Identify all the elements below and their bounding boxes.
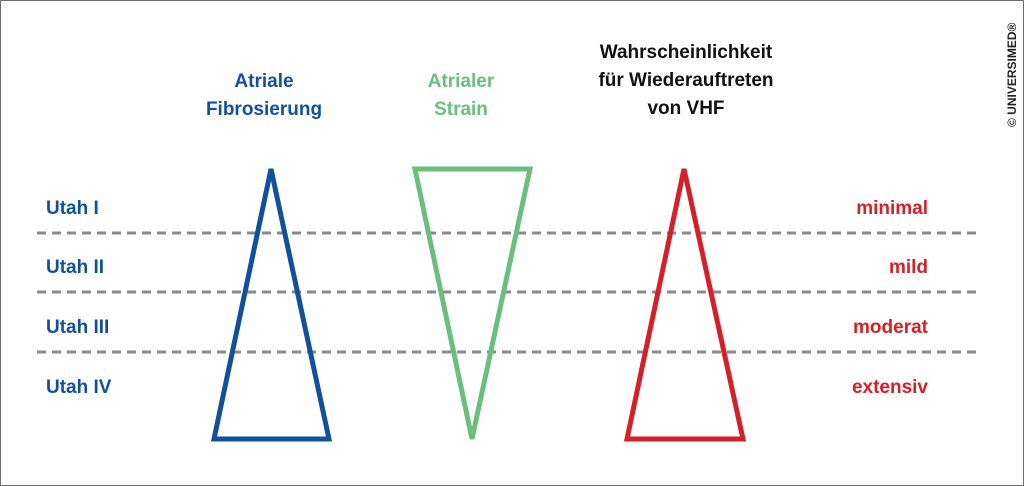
strain-triangle-down	[411, 166, 534, 440]
header-atrial-strain-line-2: Strain	[434, 99, 488, 120]
header-atrial-strain: Atrialer Strain	[381, 68, 541, 124]
severity-label-mild: mild	[888, 257, 928, 278]
header-recurrence-line-3: von VHF	[647, 98, 725, 119]
header-recurrence-probability: Wahrscheinlichkeit für Wiederauftreten v…	[561, 39, 811, 123]
stage-label-utah-1: Utah I	[46, 198, 99, 219]
stage-label-utah-3: Utah III	[46, 317, 110, 338]
severity-label-extensive: extensiv	[851, 377, 928, 398]
stage-label-utah-2: Utah II	[46, 257, 105, 278]
header-recurrence-line-1: Wahrscheinlichkeit	[599, 42, 773, 63]
stage-label-utah-4: Utah IV	[46, 377, 112, 398]
copyright-notice: © UNIVERSIMED®	[1005, 22, 1019, 127]
header-atrial-fibrosis: Atriale Fibrosierung	[164, 68, 364, 124]
severity-label-minimal: minimal	[856, 198, 928, 219]
recurrence-triangle-up	[623, 168, 747, 442]
fibrosis-triangle-up	[210, 168, 333, 442]
header-atrial-fibrosis-line-2: Fibrosierung	[205, 99, 323, 120]
header-atrial-fibrosis-line-1: Atriale	[234, 71, 294, 92]
header-atrial-strain-line-1: Atrialer	[427, 71, 495, 92]
severity-label-moderate: moderat	[853, 317, 928, 338]
header-recurrence-line-2: für Wiederauftreten	[598, 70, 774, 91]
